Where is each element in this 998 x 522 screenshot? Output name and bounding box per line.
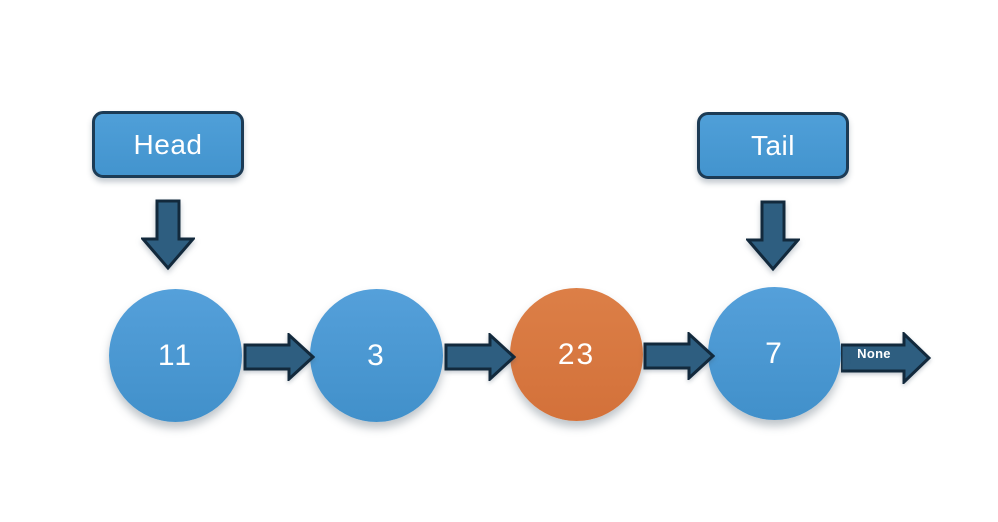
node-value: 23 [557,337,596,371]
tail-pointer-box: Tail [697,112,849,179]
next-arrow-icon [643,330,716,382]
list-node: 11 [109,289,242,422]
next-arrow-icon [243,331,316,383]
node-value: 7 [765,336,784,370]
none-label: None [857,346,891,361]
tail-down-arrow-icon [744,200,802,272]
list-node: 7 [708,287,841,420]
head-down-arrow-icon [139,199,197,271]
head-pointer-box: Head [92,111,244,178]
node-value: 11 [157,338,194,372]
head-pointer-label: Head [133,128,203,160]
list-node-highlighted: 23 [510,288,643,421]
node-value: 3 [367,338,386,372]
none-terminator-arrow-icon: None [841,332,931,384]
next-arrow-icon [444,331,517,383]
list-node: 3 [310,289,443,422]
tail-pointer-label: Tail [750,129,795,161]
